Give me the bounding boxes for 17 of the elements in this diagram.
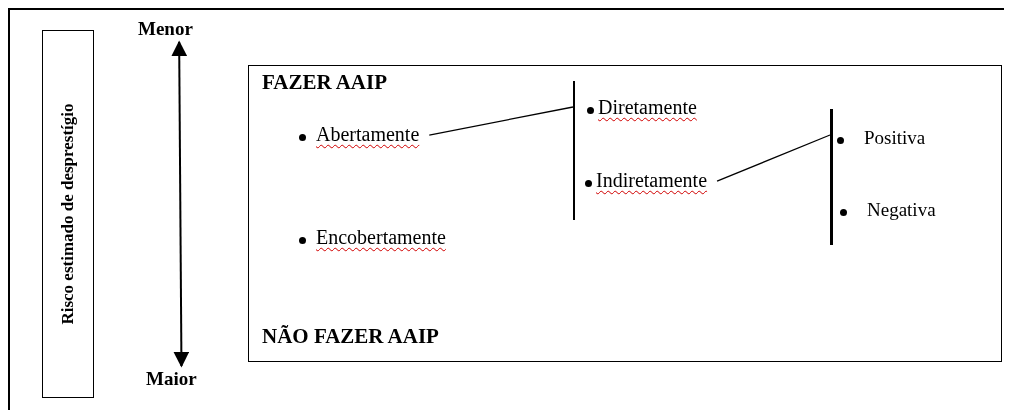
- scale-label: Maior: [146, 368, 197, 390]
- item-text: Abertamente: [316, 123, 420, 145]
- item-text: Indiretamente: [596, 169, 708, 191]
- item-text: Encobertamente: [316, 226, 446, 248]
- item-text: Positiva: [864, 127, 926, 148]
- vertical-bar: [830, 109, 833, 245]
- double-arrow: [171, 40, 190, 368]
- item-text: Diretamente: [598, 96, 697, 118]
- box-footer: NÃO FAZER AAIP: [262, 324, 439, 349]
- strategy-box: [248, 65, 1002, 362]
- scale-label: Menor: [138, 18, 193, 40]
- item-text: Negativa: [867, 199, 936, 220]
- connector-line: [428, 106, 574, 136]
- connector-line: [716, 134, 831, 182]
- axis-title: Risco estimado de desprestígio: [58, 103, 78, 325]
- label-box: [42, 30, 94, 398]
- box-heading: FAZER AAIP: [262, 70, 388, 95]
